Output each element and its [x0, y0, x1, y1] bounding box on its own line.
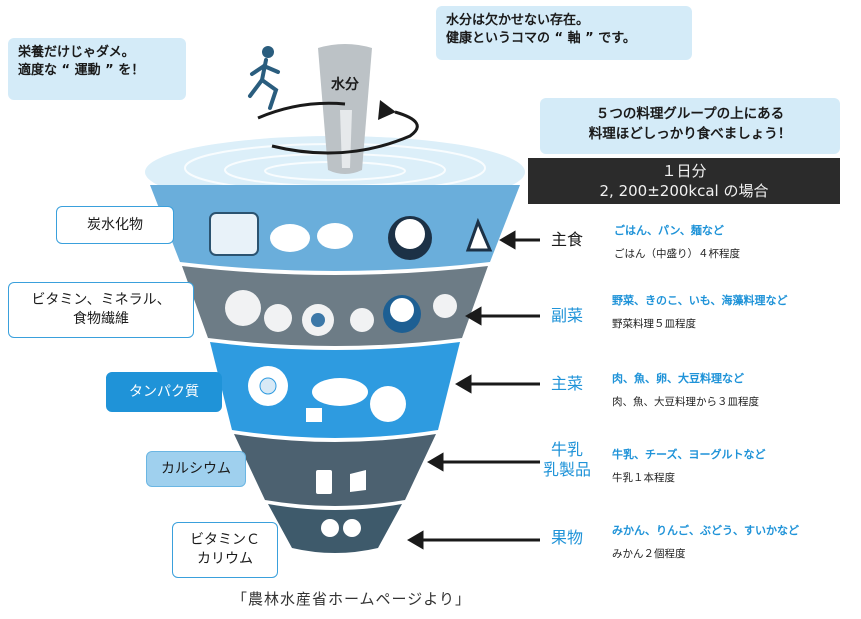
rice-bowl-icon — [270, 224, 310, 252]
water-bubble-line-1: 水分は欠かせない存在。 — [446, 13, 590, 28]
guide-bubble: ５つの料理グループの上にある 料理ほどしっかり食べましょう！ — [540, 98, 840, 154]
daily-title: １日分 — [661, 162, 707, 180]
exercise-bubble-line-1: 栄養だけじゃダメ。 — [18, 45, 135, 60]
amount-side-dish: 野菜料理５皿程度 — [612, 318, 696, 330]
rotation-arrow-icon — [257, 101, 346, 120]
noodle-bowl-icon — [395, 219, 425, 249]
group-name-staple: 主食 — [550, 230, 583, 249]
vegetable-bowl-icon — [390, 298, 414, 322]
fish-dish-icon — [312, 378, 368, 406]
water-cup-icon — [318, 44, 372, 174]
arrow-dairy — [427, 452, 444, 472]
source-caption: 「農林水産省ホームページより」 — [232, 590, 471, 608]
group-name-side-dish: 副菜 — [550, 306, 583, 325]
salad-bowl-icon — [225, 290, 261, 326]
meat-dish-icon — [370, 386, 406, 422]
arrow-main-dish — [455, 374, 472, 394]
side-dish-icon — [350, 308, 374, 332]
daily-header: １日分 2, 200±200kcal の場合 — [528, 158, 840, 204]
examples-dairy: 牛乳、チーズ、ヨーグルトなど — [612, 448, 766, 461]
daily-calories: 2, 200±200kcal の場合 — [599, 182, 769, 200]
nutrient-label-protein: タンパク質 — [106, 372, 222, 412]
water-cup-label: 水分 — [331, 77, 359, 93]
arrow-fruit — [407, 530, 424, 550]
fruit-icon — [343, 519, 361, 537]
nutrient-label-calcium: カルシウム — [146, 451, 246, 487]
exercise-bubble: 栄養だけじゃダメ。 適度な “ 運動 ” を！ — [8, 38, 186, 100]
side-dish-icon — [311, 313, 325, 327]
guide-bubble-line-1: ５つの料理グループの上にある — [595, 106, 785, 122]
group-name-dairy: 牛乳 乳製品 — [542, 440, 591, 479]
arrow-side-dish — [465, 306, 482, 326]
group-name-fruit: 果物 — [550, 528, 583, 547]
rotation-arrow-icon — [378, 100, 396, 120]
side-dish-icon — [433, 294, 457, 318]
amount-fruit: みかん２個程度 — [612, 548, 686, 560]
rotation-arrow-icon — [271, 110, 419, 155]
group-name-main-dish: 主菜 — [550, 374, 583, 393]
tier-4-band — [234, 434, 436, 506]
water-bubble-line-2: 健康というコマの “ 軸 ” です。 — [446, 31, 636, 46]
nutrient-label-vitamin-c-potassium: ビタミンＣ カリウム — [172, 522, 278, 578]
milk-glass-icon — [316, 470, 332, 494]
amount-staple: ごはん（中盛り）４杯程度 — [614, 248, 740, 260]
nutrient-label-vitamins-minerals-fiber: ビタミン、ミネラル、 食物繊維 — [8, 282, 194, 338]
rice-bowl-icon — [317, 223, 353, 249]
amount-dairy: 牛乳１本程度 — [612, 472, 675, 484]
water-bubble: 水分は欠かせない存在。 健康というコマの “ 軸 ” です。 — [436, 6, 692, 60]
examples-main-dish: 肉、魚、卵、大豆料理など — [612, 372, 744, 385]
guide-bubble-line-2: 料理ほどしっかり食べましょう！ — [588, 126, 792, 142]
bread-icon — [209, 212, 259, 256]
cheese-icon — [350, 470, 366, 492]
salad-bowl-icon — [264, 304, 292, 332]
arrow-staple — [499, 230, 516, 250]
amount-main-dish: 肉、魚、大豆料理から３皿程度 — [612, 396, 759, 408]
onigiri-icon — [465, 217, 493, 252]
nutrient-label-carbohydrate: 炭水化物 — [56, 206, 174, 244]
water-cup-icon — [340, 110, 352, 168]
runner-icon — [248, 46, 280, 110]
exercise-bubble-line-2: 適度な “ 運動 ” を！ — [18, 63, 145, 78]
examples-side-dish: 野菜、きのこ、いも、海藻料理など — [612, 294, 788, 307]
examples-staple: ごはん、パン、麺など — [614, 224, 724, 237]
fruit-icon — [321, 519, 339, 537]
tofu-icon — [306, 408, 322, 422]
fried-egg-icon — [259, 377, 277, 395]
examples-fruit: みかん、りんご、ぶどう、すいかなど — [612, 524, 799, 537]
